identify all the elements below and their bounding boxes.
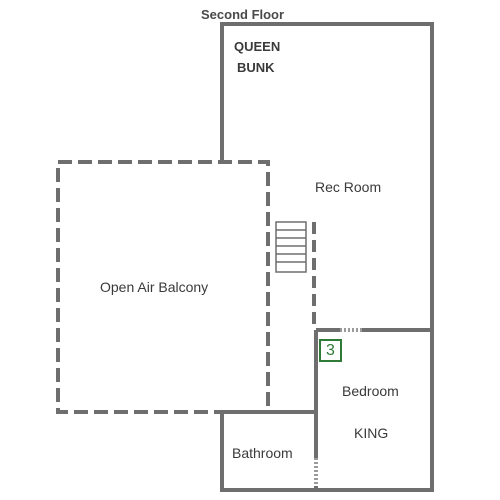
floor-title: Second Floor [201,7,285,22]
rec-room-label: Rec Room [315,179,382,195]
balcony-label: Open Air Balcony [100,279,209,295]
queen-bunk-label-line1: QUEEN [234,39,281,54]
rec-room-wall [220,22,434,492]
queen-bunk-label-line2: BUNK [237,60,275,75]
bedroom-number-badge: 3 [319,339,342,362]
stairs [275,221,307,273]
balcony-outline [56,160,270,414]
bathroom-label: Bathroom [232,445,293,461]
bedroom-bed-label: KING [354,425,389,441]
bedroom-label: Bedroom [342,383,399,399]
